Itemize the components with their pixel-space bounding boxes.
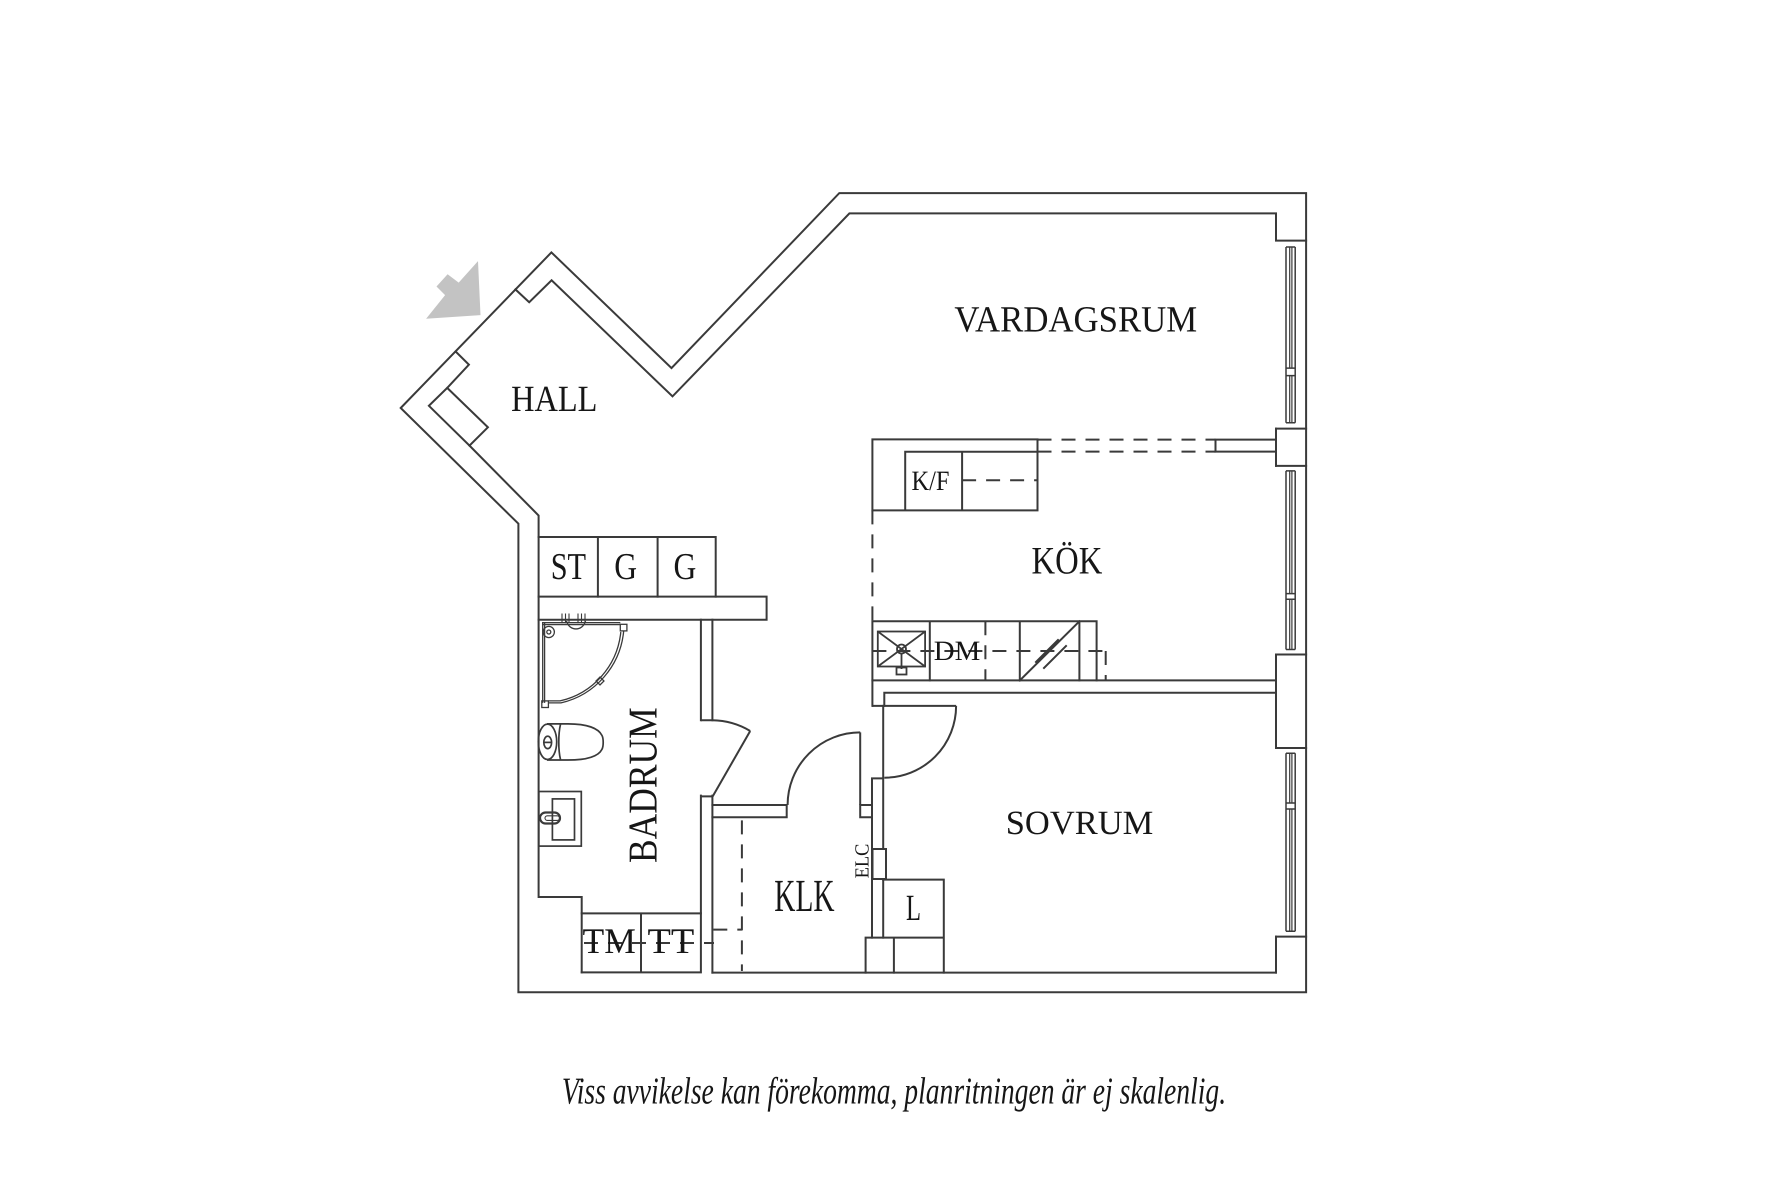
svg-text:TM: TM — [583, 921, 636, 961]
svg-text:KÖK: KÖK — [1032, 540, 1103, 583]
svg-text:VARDAGSRUM: VARDAGSRUM — [954, 300, 1197, 341]
svg-text:HALL: HALL — [511, 379, 597, 420]
svg-text:Viss avvikelse kan förekomma,: Viss avvikelse kan förekomma, planritnin… — [562, 1070, 1226, 1112]
svg-text:TT: TT — [648, 921, 695, 961]
svg-text:BADRUM: BADRUM — [620, 707, 666, 863]
svg-text:KLK: KLK — [774, 870, 834, 921]
svg-text:G: G — [674, 546, 697, 588]
svg-text:ST: ST — [551, 546, 586, 588]
svg-text:SOVRUM: SOVRUM — [1006, 805, 1154, 842]
svg-text:K/F: K/F — [912, 466, 950, 497]
svg-text:G: G — [614, 546, 637, 588]
svg-text:ELC: ELC — [851, 844, 873, 879]
svg-text:L: L — [906, 888, 921, 929]
svg-text:DM: DM — [934, 636, 981, 667]
